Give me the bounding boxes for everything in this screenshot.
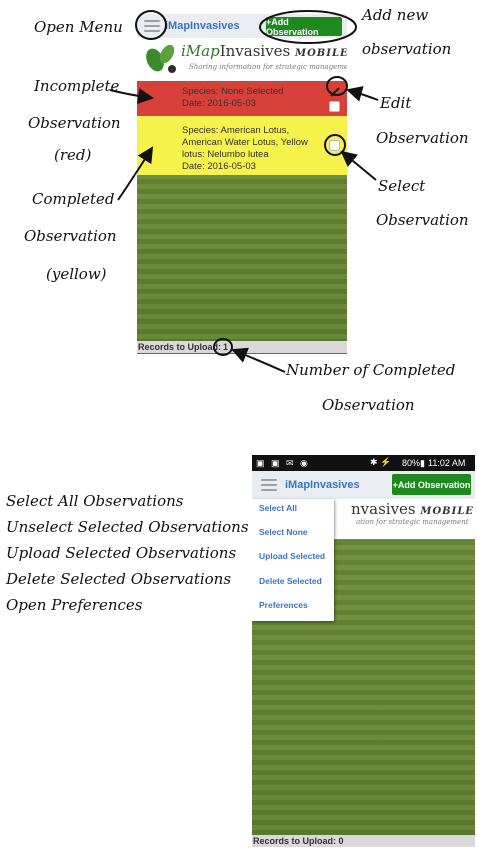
observation-date: Date: 2016-05-03: [182, 161, 256, 172]
arrow-completed: [117, 146, 154, 201]
circle-menu: [135, 10, 167, 40]
logo-wordmark: iMapInvasives MOBILE: [181, 42, 347, 60]
menu-delete-selected[interactable]: Delete Selected: [259, 576, 322, 586]
observation-species-line: lotus: Nelumbo lutea: [182, 149, 269, 160]
annotation-edit: Observation: [376, 129, 469, 147]
observation-species: Species: None Selected: [182, 86, 284, 97]
annotation-open-menu: Open Menu: [34, 18, 123, 36]
menu-select-all[interactable]: Select All: [259, 503, 297, 513]
app-logo-banner: iMapInvasives MOBILE Sharing information…: [137, 38, 347, 81]
annotation-add-new: Add new: [362, 6, 429, 24]
menu-select-none[interactable]: Select None: [259, 527, 308, 537]
observation-row-incomplete[interactable]: Species: None Selected Date: 2016-05-03: [137, 81, 347, 116]
circle-add: [259, 10, 357, 44]
observation-row-completed[interactable]: Species: American Lotus, American Water …: [137, 116, 347, 175]
annotation-number: Observation: [322, 396, 415, 414]
actions-menu: Select All Select None Upload Selected D…: [252, 499, 334, 621]
menu-upload-selected[interactable]: Upload Selected: [259, 551, 326, 561]
battery-level: 80%: [402, 458, 421, 468]
app-screen-main: iMapInvasives +Add Observation iMapInvas…: [137, 14, 347, 354]
add-observation-button[interactable]: +Add Observation: [392, 474, 471, 495]
annotation-menu-note: Select All Observations: [6, 492, 184, 510]
wifi-icon: ✱ ⚡: [370, 457, 392, 467]
annotation-number: Number of Completed: [286, 361, 456, 379]
menu-preferences[interactable]: Preferences: [259, 600, 308, 610]
annotation-select: Observation: [376, 211, 469, 229]
status-time: 11:02 AM: [428, 458, 466, 468]
status-bar: ▣ ▣ ✉ ◉ ✱ ⚡ 80% ▮ 11:02 AM: [252, 455, 475, 471]
annotation-edit: Edit: [380, 94, 412, 112]
menu-icon[interactable]: [144, 20, 160, 35]
logo-tagline: Sharing information for strategic manage…: [189, 63, 347, 71]
annotation-incomplete: Incomplete: [34, 77, 120, 95]
observation-species-line: Species: American Lotus,: [182, 125, 290, 136]
circle-select: [324, 134, 346, 156]
annotation-menu-note: Delete Selected Observations: [6, 570, 232, 588]
observation-select-checkbox[interactable]: [329, 101, 340, 112]
records-footer: Records to Upload: 0: [252, 835, 475, 847]
annotation-menu-note: Open Preferences: [6, 596, 143, 614]
annotation-select: Select: [378, 177, 426, 195]
annotation-completed: Completed: [32, 190, 115, 208]
records-label: Records to Upload:: [138, 342, 222, 352]
circle-edit: [326, 76, 348, 96]
annotation-menu-note: Unselect Selected Observations: [6, 518, 249, 536]
annotation-add-new: observation: [362, 40, 452, 58]
leaf-logo-icon: [146, 44, 176, 73]
annotation-completed: Observation: [24, 227, 117, 245]
status-icons: ▣ ▣ ✉ ◉: [256, 458, 310, 468]
records-footer: Records to Upload: 1: [137, 341, 347, 353]
arrow-select: [340, 150, 377, 181]
battery-icon: ▮: [420, 458, 425, 468]
arrow-incomplete: [109, 88, 154, 105]
menu-icon[interactable]: [261, 479, 277, 494]
observation-select-checkbox[interactable]: [329, 140, 340, 151]
app-screen-menu-open: ▣ ▣ ✉ ◉ ✱ ⚡ 80% ▮ 11:02 AM iMapInvasives…: [252, 455, 475, 847]
arrow-edit: [346, 86, 379, 102]
add-observation-button[interactable]: +Add Observation: [266, 17, 342, 37]
annotation-incomplete: (red): [54, 146, 92, 164]
observation-date: Date: 2016-05-03: [182, 98, 256, 109]
app-title: iMapInvasives: [165, 20, 240, 32]
annotation-menu-note: Upload Selected Observations: [6, 544, 237, 562]
annotation-completed: (yellow): [46, 265, 107, 283]
app-header: iMapInvasives +Add Observation: [137, 14, 347, 38]
app-header: iMapInvasives +Add Observation: [252, 471, 475, 499]
app-title: iMapInvasives: [285, 479, 360, 491]
circle-count: [213, 338, 233, 356]
arrow-count: [231, 347, 286, 373]
records-label: Records to Upload: 0: [253, 836, 344, 846]
observation-species-line: American Water Lotus, Yellow: [182, 137, 308, 148]
records-count: 1: [223, 342, 229, 352]
annotation-incomplete: Observation: [28, 114, 121, 132]
logo-tagline: ation for strategic management: [356, 518, 469, 526]
logo-wordmark: nvasives MOBILE: [351, 500, 474, 518]
